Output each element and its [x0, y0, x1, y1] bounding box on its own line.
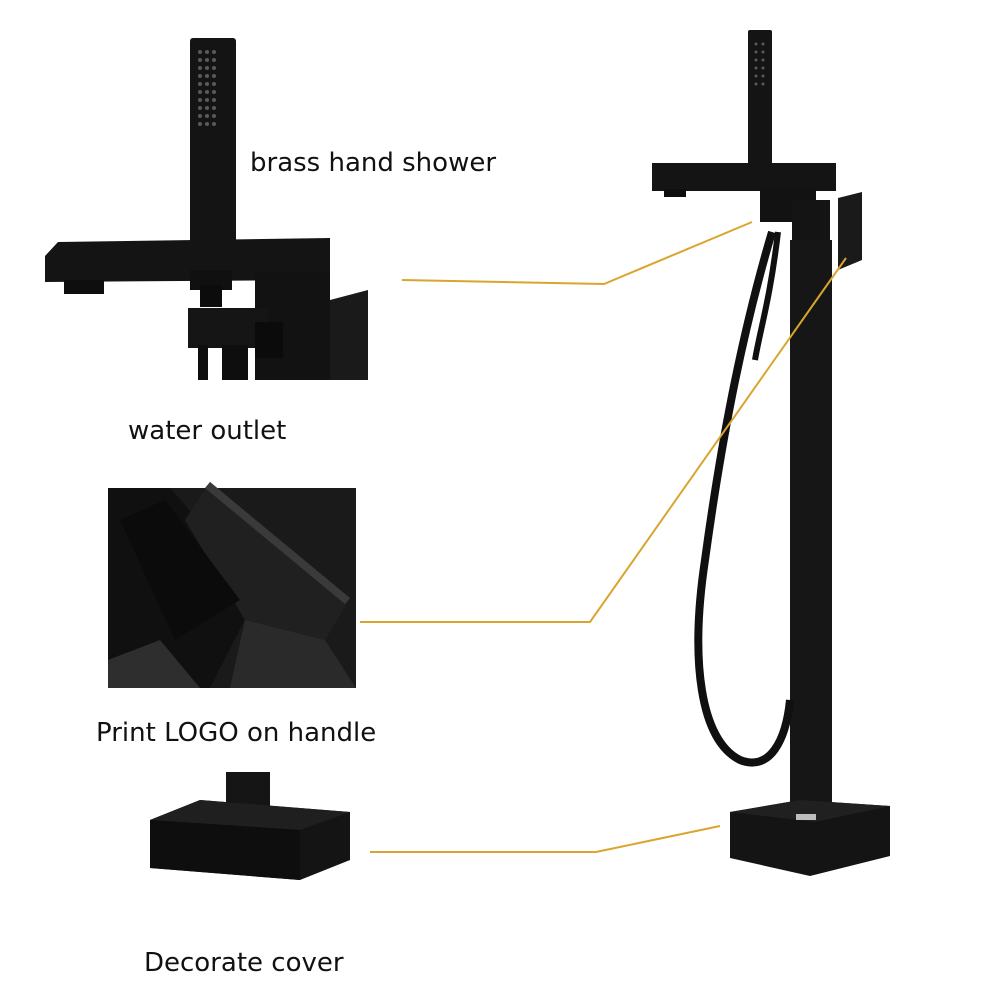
leader-line-shower	[401, 221, 753, 286]
handle-closeup	[108, 482, 356, 688]
leader-lines	[360, 221, 847, 853]
label-logo-handle: Print LOGO on handle	[96, 718, 377, 748]
leader-line-cover	[370, 825, 721, 853]
label-water-outlet: water outlet	[128, 416, 287, 446]
label-decorate-cover: Decorate cover	[144, 948, 344, 978]
freestanding-faucet	[652, 30, 890, 876]
hand-shower-closeup	[0, 0, 370, 380]
leader-line-handle	[360, 257, 847, 623]
cover-closeup	[150, 772, 350, 880]
label-hand-shower: brass hand shower	[250, 148, 497, 178]
